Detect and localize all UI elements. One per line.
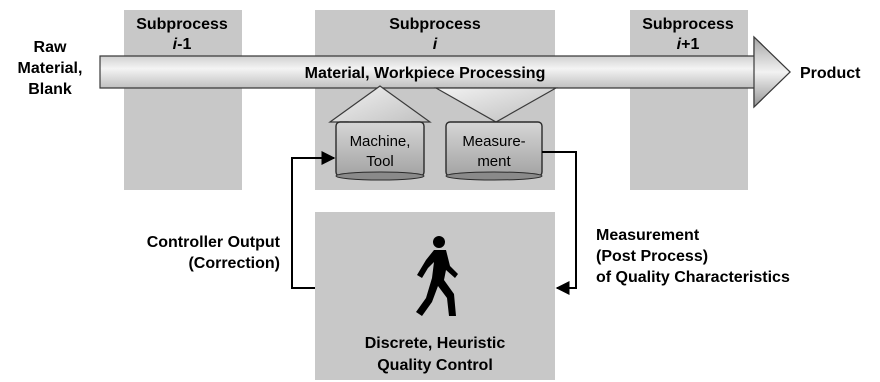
controller-output-label-line2: (Correction) [188,255,280,272]
subprocess-index-center: i [433,36,438,53]
subprocess-title-right: Subprocess [642,16,734,33]
quality-control-label-line1: Discrete, Heuristic [365,335,506,352]
output-label: Product [800,65,861,82]
subprocess-panel-right [630,10,748,190]
subprocess-index-right: i+1 [677,36,700,53]
input-label-line2: Material, [18,60,83,77]
measurement-feedback-label-line3: of Quality Characteristics [596,269,790,286]
measurement-label-line2: ment [477,153,511,170]
subprocess-panel-left [124,10,242,190]
measurement-feedback-label-line2: (Post Process) [596,248,708,265]
measurement-feedback-label-line1: Measurement [596,227,700,244]
process-arrow-label: Material, Workpiece Processing [305,65,546,82]
controller-output-connector [291,151,336,289]
controller-output-label-line1: Controller Output [147,234,281,251]
quality-control-panel [315,212,555,380]
measurement-feedback-connector [542,151,577,295]
subprocess-title-center: Subprocess [389,16,481,33]
input-label-line1: Raw [34,39,67,56]
subprocess-index-left: i-1 [173,36,192,53]
machine-tool-label-line1: Machine, [350,133,411,150]
subprocess-title-left: Subprocess [136,16,228,33]
measurement-box-base [445,171,543,181]
quality-control-label-line2: Quality Control [377,357,493,374]
measurement-label-line1: Measure- [462,133,525,150]
machine-tool-box-base [335,171,425,181]
input-label-line3: Blank [28,81,72,98]
walking-person-icon [416,236,458,316]
process-arrow-head [753,35,791,109]
measurement-funnel [433,87,559,123]
machine-tool-label-line2: Tool [366,153,394,170]
